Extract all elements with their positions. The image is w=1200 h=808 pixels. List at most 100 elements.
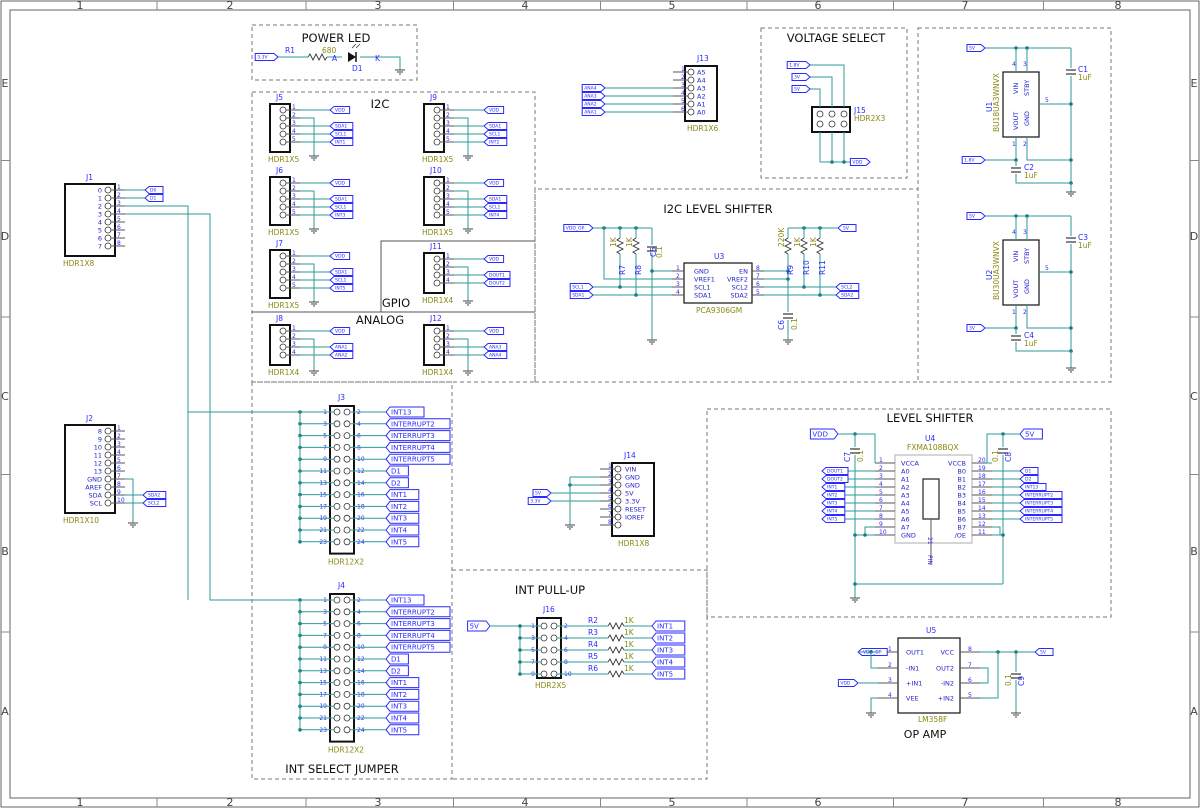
port-d1[interactable]: D1: [385, 465, 409, 477]
port-int1[interactable]: INT1: [385, 489, 420, 501]
port-int5[interactable]: INT5: [821, 515, 846, 523]
port-scl2[interactable]: SCL2: [835, 283, 860, 291]
port-5v[interactable]: 5V: [966, 212, 986, 220]
port-dout2[interactable]: DOUT2: [483, 279, 511, 287]
port-vdd[interactable]: VDD: [483, 106, 505, 114]
port-ana4[interactable]: ANA4: [581, 84, 606, 92]
port-int13[interactable]: INT13: [1019, 483, 1047, 491]
port-vdd[interactable]: VDD: [809, 428, 839, 440]
port-ana2[interactable]: ANA2: [581, 100, 606, 108]
port-int4[interactable]: INT4: [821, 507, 846, 515]
port-int1[interactable]: INT1: [651, 620, 686, 632]
port-ana2[interactable]: ANA2: [329, 351, 354, 359]
port-sda1[interactable]: SDA1: [329, 195, 354, 203]
port-int1[interactable]: INT1: [385, 677, 420, 689]
port-int3[interactable]: INT3: [385, 512, 420, 524]
port-int5[interactable]: INT5: [329, 284, 354, 292]
port-vdd[interactable]: VDD: [837, 679, 859, 687]
port-interrupt2[interactable]: INTERRUPT2: [385, 606, 451, 618]
port-dout1[interactable]: DOUT1: [483, 271, 511, 279]
port-int3[interactable]: INT3: [651, 644, 686, 656]
port-d2[interactable]: D2: [1019, 475, 1039, 483]
port-dout2[interactable]: DOUT2: [821, 475, 849, 483]
port-int1[interactable]: INT1: [329, 138, 354, 146]
port-interrupt3[interactable]: INTERRUPT3: [1019, 499, 1063, 507]
port-vdd[interactable]: VDD: [483, 255, 505, 263]
port-int13[interactable]: INT13: [385, 406, 425, 418]
port-dout1[interactable]: DOUT1: [821, 467, 849, 475]
port-scl1[interactable]: SCL1: [329, 130, 354, 138]
port-int3[interactable]: INT3: [329, 211, 354, 219]
port-sda2[interactable]: SDA2: [142, 491, 167, 499]
port-scl1[interactable]: SCL1: [483, 130, 508, 138]
port-3.3v[interactable]: 3.3V: [527, 497, 552, 505]
port-vdd_op[interactable]: VDD_OP: [563, 224, 594, 232]
port-int4[interactable]: INT4: [483, 211, 508, 219]
port-int1[interactable]: INT1: [821, 483, 846, 491]
port-int5[interactable]: INT5: [651, 668, 686, 680]
port-1.8v[interactable]: 1.8V: [786, 61, 811, 69]
port-interrupt3[interactable]: INTERRUPT3: [385, 618, 451, 630]
port-int4[interactable]: INT4: [651, 656, 686, 668]
port-5v[interactable]: 5V: [1034, 648, 1054, 656]
port-vdd[interactable]: VDD: [329, 179, 351, 187]
port-int5[interactable]: INT5: [385, 536, 420, 548]
port-vdd[interactable]: VDD: [483, 327, 505, 335]
port-1.8v[interactable]: 1.8V: [961, 156, 986, 164]
port-interrupt2[interactable]: INTERRUPT2: [385, 418, 451, 430]
port-scl1[interactable]: SCL1: [483, 203, 508, 211]
port-sda1[interactable]: SDA1: [329, 122, 354, 130]
port-ana4[interactable]: ANA4: [483, 351, 508, 359]
port-3v[interactable]: 3V: [791, 73, 811, 81]
port-int4[interactable]: INT4: [385, 712, 420, 724]
port-int13[interactable]: INT13: [385, 594, 425, 606]
port-interrupt4[interactable]: INTERRUPT4: [1019, 507, 1063, 515]
port-scl1[interactable]: SCL1: [329, 276, 354, 284]
port-int4[interactable]: INT4: [385, 524, 420, 536]
port-int2[interactable]: INT2: [651, 632, 686, 644]
port-scl2[interactable]: SCL2: [142, 499, 167, 507]
port-ana3[interactable]: ANA3: [581, 92, 606, 100]
port-3v3[interactable]: 3.3V: [254, 53, 279, 61]
port-interrupt5[interactable]: INTERRUPT5: [385, 453, 451, 465]
port-interrupt5[interactable]: INTERRUPT5: [385, 641, 451, 653]
port-d0[interactable]: D0: [144, 186, 164, 194]
port-d1[interactable]: D1: [144, 194, 164, 202]
port-int2[interactable]: INT2: [821, 491, 846, 499]
port-d2[interactable]: D2: [385, 477, 409, 489]
port-int2[interactable]: INT2: [483, 138, 508, 146]
port-sda1[interactable]: SDA1: [483, 122, 508, 130]
port-interrupt5[interactable]: INTERRUPT5: [1019, 515, 1063, 523]
port-interrupt4[interactable]: INTERRUPT4: [385, 441, 451, 453]
port-scl1[interactable]: SCL1: [569, 283, 594, 291]
port-sda1[interactable]: SDA1: [569, 291, 594, 299]
port-interrupt2[interactable]: INTERRUPT2: [1019, 491, 1063, 499]
port-int3[interactable]: INT3: [821, 499, 846, 507]
port-5v[interactable]: 5V: [791, 85, 811, 93]
port-ana1[interactable]: ANA1: [329, 343, 354, 351]
port-d1[interactable]: D1: [1019, 467, 1039, 475]
port-int2[interactable]: INT2: [385, 688, 420, 700]
port-d1[interactable]: D1: [385, 653, 409, 665]
port-scl1[interactable]: SCL1: [329, 203, 354, 211]
port-5v[interactable]: 5V: [966, 44, 986, 52]
port-interrupt4[interactable]: INTERRUPT4: [385, 629, 451, 641]
port-5v[interactable]: 5V: [1019, 428, 1043, 440]
port-5v[interactable]: 5V: [532, 489, 552, 497]
port-sda1[interactable]: SDA1: [483, 195, 508, 203]
port-vdd[interactable]: VDD: [483, 179, 505, 187]
port-sda2[interactable]: SDA2: [835, 291, 860, 299]
port-sda1[interactable]: SDA1: [329, 268, 354, 276]
port-d2[interactable]: D2: [385, 665, 409, 677]
port-3v[interactable]: 3V: [966, 324, 986, 332]
port-5v[interactable]: 5V: [837, 224, 857, 232]
port-int5[interactable]: INT5: [385, 724, 420, 736]
port-vdd[interactable]: VDD: [329, 106, 351, 114]
port-5v[interactable]: 5V: [467, 620, 491, 632]
port-ana1[interactable]: ANA1: [581, 108, 606, 116]
port-interrupt3[interactable]: INTERRUPT3: [385, 430, 451, 442]
port-vdd[interactable]: VDD: [329, 327, 351, 335]
port-vdd[interactable]: VDD: [849, 158, 871, 166]
port-int3[interactable]: INT3: [385, 700, 420, 712]
port-ana3[interactable]: ANA3: [483, 343, 508, 351]
